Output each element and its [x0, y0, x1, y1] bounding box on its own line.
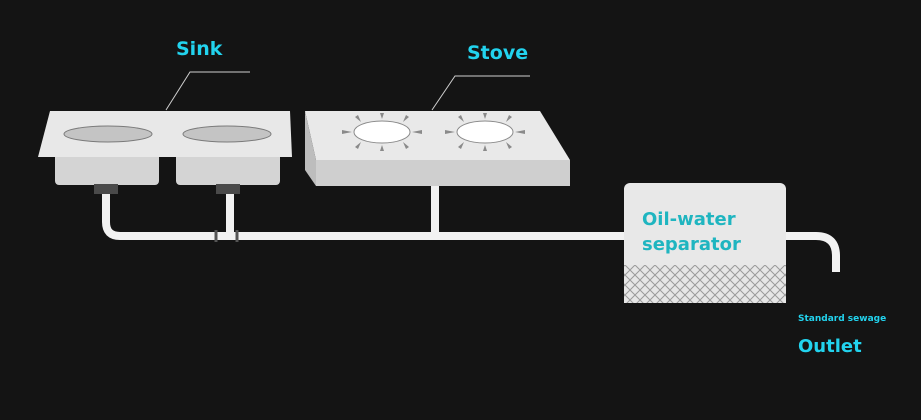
sink-left-drain-pipe [102, 192, 624, 240]
sink-basin-icon [63, 125, 153, 143]
sink-leader-line [165, 71, 250, 111]
sink-basin-icon [182, 125, 272, 143]
pipe-joint-marks [214, 230, 239, 242]
stove-top [305, 111, 570, 160]
outlet-label: Outlet [798, 336, 862, 357]
sewage-note-label: Standard sewage [798, 314, 887, 324]
hatch-filter-icon [624, 265, 786, 303]
stove-leader-line [431, 75, 530, 111]
sink-right-trap [216, 184, 240, 194]
stove-side [305, 111, 316, 186]
stove-label: Stove [467, 42, 529, 64]
sink [38, 111, 292, 194]
oil-water-separator [624, 183, 786, 303]
separator-label: Oil-water separator [642, 209, 741, 255]
sink-label: Sink [176, 38, 223, 60]
stove-burner-icon [445, 113, 525, 151]
sink-left-trap [94, 184, 118, 194]
stove-burner-icon [342, 113, 422, 151]
stove-front [316, 160, 570, 186]
stove [305, 111, 570, 186]
drain-pipes [102, 186, 840, 272]
sink-countertop [38, 111, 292, 157]
leader-lines [165, 71, 530, 111]
outlet-pipe [786, 232, 840, 272]
